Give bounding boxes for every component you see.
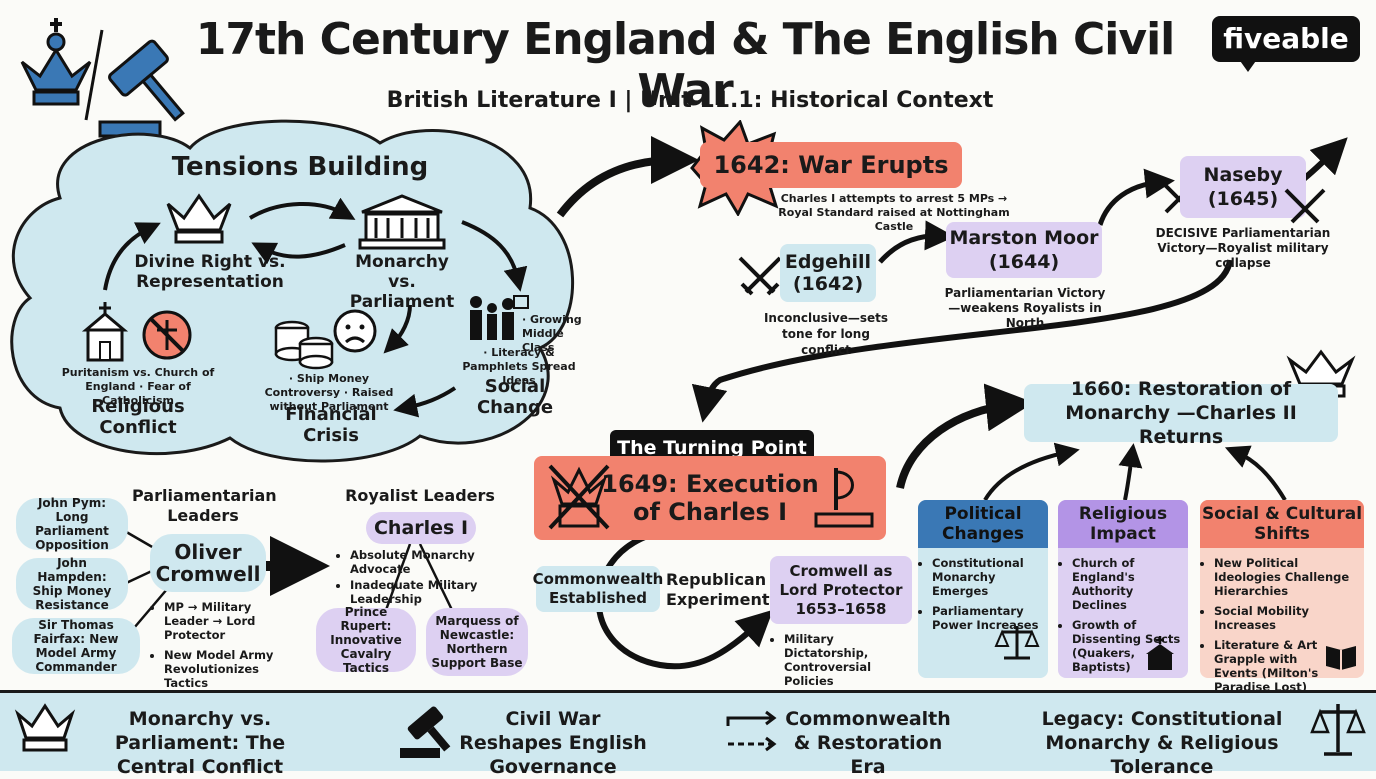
religious-bullets: Puritanism vs. Church of England · Fear …	[61, 366, 215, 407]
religious-impact-card: Religious Impact Church of England's Aut…	[1058, 500, 1188, 678]
cromwell-pill: Oliver Cromwell	[150, 534, 266, 592]
coins-icon	[270, 318, 336, 370]
no-catholicism-icon	[140, 308, 194, 362]
frown-face-icon	[332, 308, 378, 354]
social-change-label: Social Change	[476, 376, 554, 418]
naseby-box: Naseby (1645)	[1180, 156, 1306, 218]
hampden-pill: John Hampden: Ship Money Resistance	[16, 556, 128, 612]
cycle-arrows-icon	[720, 708, 780, 754]
summary-step-2: Civil War Reshapes English Governance	[459, 708, 647, 778]
restoration-title: 1660: Restoration of Monarchy —Charles I…	[1065, 378, 1297, 448]
tensions-heading: Tensions Building	[171, 152, 429, 182]
social-bullet-middle-class: · Growing Middle Class	[522, 313, 582, 354]
gavel-icon	[396, 700, 458, 760]
social-shifts-card: Social & Cultural Shifts New Political I…	[1200, 500, 1364, 694]
financial-crisis-label: Financial Crisis	[285, 404, 377, 446]
royalist-heading: Royalist Leaders	[345, 486, 495, 505]
tensions-cloud	[0, 118, 580, 468]
marston-moor-title: Marston Moor (1644)	[949, 227, 1099, 273]
divine-right-label: Divine Right vs. Representation	[134, 252, 286, 292]
cromwell-bullet: New Model Army Revolutionizes Tactics	[164, 648, 290, 690]
axe-block-icon	[808, 464, 878, 530]
edgehill-box: Edgehill (1642)	[780, 244, 876, 302]
turning-point-text: The Turning Point	[617, 437, 807, 459]
summary-step-4: Legacy: Constitutional Monarchy & Religi…	[1041, 708, 1283, 778]
crown-gavel-logo-icon	[14, 10, 204, 140]
crown-icon	[14, 702, 76, 756]
naseby-desc: DECISIVE Parliamentarian Victory—Royalis…	[1155, 226, 1331, 270]
parliamentarian-heading: Parliamentarian Leaders	[132, 486, 277, 525]
newcastle-text: Marquess of Newcastle: Northern Support …	[431, 614, 523, 670]
social-bullet-literacy: · Literacy & Pamphlets Spread Ideas	[462, 346, 576, 387]
church-icon	[76, 300, 134, 364]
fiveable-logo: fiveable	[1212, 16, 1360, 62]
rupert-pill: Prince Rupert: Innovative Cavalry Tactic…	[316, 605, 416, 675]
logo-speech-tail	[1238, 58, 1258, 72]
cromwell-name: Oliver Cromwell	[155, 540, 261, 586]
marston-moor-box: Marston Moor (1644)	[946, 222, 1102, 278]
social-shifts-bullet: New Political Ideologies Challenge Hiera…	[1214, 556, 1364, 598]
rupert-text: Prince Rupert: Innovative Cavalry Tactic…	[330, 605, 402, 675]
scales-icon	[1310, 700, 1366, 760]
edgehill-title: Edgehill (1642)	[784, 251, 872, 295]
republican-label: Republican Experiment	[666, 570, 770, 609]
pym-pill: John Pym: Long Parliament Opposition	[16, 496, 128, 552]
family-reading-icon	[462, 292, 532, 342]
page-subtitle: British Literature I | Unit 11.1: Histor…	[386, 88, 994, 113]
crown-icon	[162, 190, 236, 246]
financial-bullets: · Ship Money Controversy · Raised withou…	[264, 372, 394, 413]
charles-name: Charles I	[373, 517, 469, 539]
commonwealth-box: Commonwealth Established	[533, 566, 663, 612]
war-erupts-desc: Charles I attempts to arrest 5 MPs → Roy…	[778, 192, 1010, 233]
political-title: Political Changes	[918, 500, 1048, 548]
crossed-out-crown-icon	[544, 460, 614, 534]
summary-step-3: Commonwealth & Restoration Era	[785, 708, 951, 778]
religious-impact-title: Religious Impact	[1058, 500, 1188, 548]
charles-bullets: Absolute Monarchy Advocate Inadequate Mi…	[336, 548, 516, 612]
marston-moor-desc: Parliamentarian Victory—weakens Royalist…	[944, 286, 1106, 330]
religious-conflict-label: Religious Conflict	[91, 396, 185, 438]
fairfax-text: Sir Thomas Fairfax: New Model Army Comma…	[33, 618, 119, 674]
social-shifts-title: Social & Cultural Shifts	[1200, 500, 1364, 548]
political-bullet: Constitutional Monarchy Emerges	[932, 556, 1048, 598]
crossed-swords-icon	[1282, 186, 1328, 230]
religious-impact-bullet: Church of England's Authority Declines	[1072, 556, 1188, 612]
parliament-building-icon	[356, 192, 448, 250]
charles-bullet: Absolute Monarchy Advocate	[350, 548, 516, 576]
pym-text: John Pym: Long Parliament Opposition	[35, 496, 109, 552]
cromwell-bullets: MP → Military Leader → Lord Protector Ne…	[150, 600, 290, 696]
hampden-text: John Hampden: Ship Money Resistance	[32, 556, 112, 612]
naseby-title: Naseby (1645)	[1203, 164, 1283, 210]
lord-protector-box: Cromwell as Lord Protector 1653–1658	[770, 556, 912, 624]
newcastle-pill: Marquess of Newcastle: Northern Support …	[426, 608, 528, 676]
charles-pill: Charles I	[366, 512, 476, 544]
social-shifts-bullet: Social Mobility Increases	[1214, 604, 1364, 632]
lord-protector-bullets: Military Dictatorship, Controversial Pol…	[770, 632, 920, 694]
execution-title: 1649: Execution of Charles I	[601, 470, 819, 526]
restoration-box: 1660: Restoration of Monarchy —Charles I…	[1024, 378, 1338, 448]
cromwell-bullet: MP → Military Leader → Lord Protector	[164, 600, 290, 642]
political-card: Political Changes Constitutional Monarch…	[918, 500, 1048, 678]
war-erupts-box: 1642: War Erupts	[700, 142, 962, 188]
summary-step-1: Monarchy vs. Parliament: The Central Con…	[114, 708, 286, 778]
lord-protector-bullet: Military Dictatorship, Controversial Pol…	[784, 632, 920, 688]
war-erupts-title: 1642: War Erupts	[713, 151, 949, 179]
religious-impact-bullet: Growth of Dissenting Sects (Quakers, Bap…	[1072, 618, 1188, 674]
lord-protector-text: Cromwell as Lord Protector 1653–1658	[779, 561, 903, 618]
monarchy-parliament-label: Monarchy vs. Parliament	[349, 252, 455, 312]
commonwealth-text: Commonwealth Established	[532, 570, 664, 607]
social-shifts-bullet: Literature & Art Grapple with Events (Mi…	[1214, 638, 1324, 694]
edgehill-desc: Inconclusive—sets tone for long conflict	[763, 311, 889, 357]
charles-bullet: Inadequate Military Leadership	[350, 578, 516, 606]
fairfax-pill: Sir Thomas Fairfax: New Model Army Comma…	[12, 618, 140, 674]
summary-bar	[0, 690, 1376, 771]
crossed-swords-icon	[734, 252, 786, 302]
page-title: 17th Century England & The English Civil…	[195, 14, 1176, 116]
political-bullet: Parliamentary Power Increases	[932, 604, 1048, 632]
